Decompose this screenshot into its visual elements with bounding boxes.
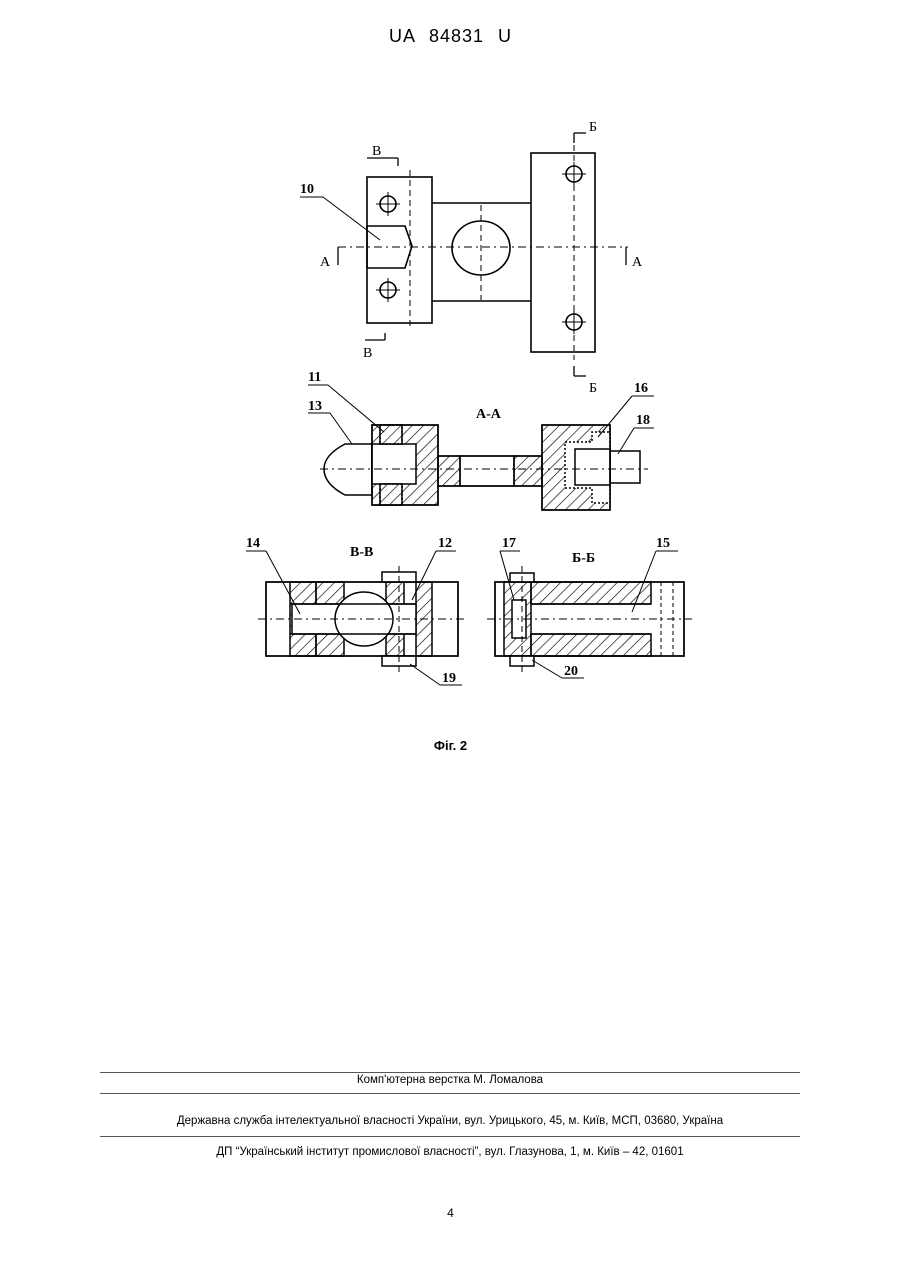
left-block (367, 177, 432, 323)
section-mark-a-right: А (632, 255, 643, 270)
figure-caption: Фіг. 2 (0, 738, 901, 753)
section-a-a (308, 385, 654, 510)
part-number-15: 15 (656, 536, 670, 551)
section-mark-a-left: А (320, 255, 331, 270)
page-number: 4 (0, 1206, 901, 1220)
footer-institute: ДП “Український інститут промислової вла… (100, 1146, 800, 1158)
footer-rule-3 (100, 1136, 800, 1137)
part-number-14: 14 (246, 536, 260, 551)
part-number-20: 20 (564, 664, 578, 679)
footer-rule-1 (100, 1072, 800, 1073)
section-mark-b-top: Б (589, 120, 597, 135)
part-number-16: 16 (634, 381, 648, 396)
part-number-18: 18 (636, 413, 650, 428)
top-view (300, 133, 628, 376)
part-number-10: 10 (300, 182, 314, 197)
section-mark-v-top: В (372, 144, 381, 159)
footer-agency: Державна служба інтелектуальної власност… (100, 1115, 800, 1127)
section-mark-v-bottom: В (363, 346, 372, 361)
section-b-b (487, 551, 692, 678)
footer-layout-credit: Комп'ютерна верстка М. Ломалова (100, 1074, 800, 1086)
part-number-13: 13 (308, 399, 322, 414)
part-number-12: 12 (438, 536, 452, 551)
section-v-v (246, 551, 466, 685)
footer-rule-2 (100, 1093, 800, 1094)
section-mark-b-bottom: Б (589, 381, 597, 396)
section-title-v-v: В-В (350, 545, 373, 560)
section-title-a-a: А-А (476, 407, 502, 422)
part-number-19: 19 (442, 671, 456, 686)
part-number-17: 17 (502, 536, 516, 551)
technical-drawing: 10 А А В В Б Б (0, 0, 901, 760)
section-title-b-b: Б-Б (572, 551, 595, 566)
part-number-11: 11 (308, 370, 321, 385)
